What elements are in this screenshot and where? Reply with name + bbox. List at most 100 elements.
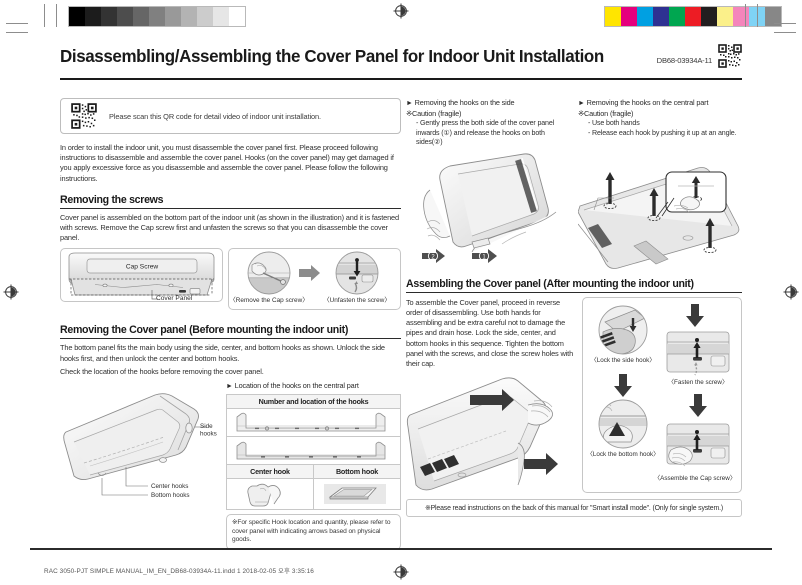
crop-tick [774,32,796,34]
grayscale-swatch [133,7,149,26]
section-heading-removing-cover-panel: Removing the Cover panel (Before mountin… [60,324,401,340]
grayscale-swatch [229,7,245,26]
grayscale-swatch [213,7,229,26]
section-heading-assembling: Assembling the Cover panel (After mounti… [406,278,742,293]
hooks-location-heading: Location of the hooks on the central par… [234,381,359,391]
caption-fasten-screw: 〈Fasten the screw〉 [668,379,729,386]
grayscale-calibration-bar [68,6,246,27]
side-hooks-heading: Removing the hooks on the side [414,98,515,107]
color-swatch [621,7,637,26]
hooks-diagram-top-cell [226,408,401,438]
central-hooks-item-0: - Use both hands [588,119,640,127]
table-row: Number and location of the hooks [226,394,401,410]
cover-panel-label: Cover Panel [156,295,193,303]
caption-lock-bottom-hook: 〈Lock the bottom hook〉 [587,451,660,458]
assembling-block: To assemble the Cover panel, proceed in … [406,296,742,493]
bottom-hook-photo-cell [313,478,401,511]
hooks-removal-bullets: ► Removing the hooks on the side ※Cautio… [406,98,742,148]
section-body-cover-panel-1: The bottom panel fits the main body usin… [60,343,385,363]
header-qr-code [718,44,742,68]
document-code: DB68-03934A-11 [656,56,713,65]
screw-detail-figure: 〈Remove the Cap screw〉 〈Unfasten the scr… [228,248,401,311]
central-hooks-caution: ※Caution (fragile) [578,109,634,118]
side-hooks-label: Side [200,423,213,430]
cap-screw-label-text: Cap Screw [126,264,158,271]
hooks-note-text: ※For specific Hook location and quantity… [232,519,391,544]
hooks-diagram-bottom-cell [226,436,401,466]
center-hook-header: Center hook [226,464,314,480]
crop-tick [774,23,796,25]
print-footer-text: RAC 3050-PJT SIMPLE MANUAL_IM_EN_DB68-03… [44,568,314,575]
side-hooks-label-2: hooks [200,431,217,438]
triangle-bullet-icon: ► [578,100,585,107]
video-qr-code[interactable] [71,103,97,129]
assembling-steps-figure: 〈Lock the side hook〉 〈Lock the [582,296,742,493]
grayscale-swatch [85,7,101,26]
caption-unfasten-screw: 〈Unfasten the screw〉 [323,297,390,304]
color-swatch [685,7,701,26]
page-title: Disassembling/Assembling the Cover Panel… [60,46,604,66]
crop-tick [6,23,28,25]
color-swatch [733,7,749,26]
indoor-unit-outline-figure: Cap Screw [60,248,223,303]
hooks-table-block: ► Location of the hooks on the central p… [226,381,401,550]
right-column: ► Removing the hooks on the side ※Cautio… [406,98,742,518]
page-header: Disassembling/Assembling the Cover Panel… [60,44,742,68]
hooks-removal-illustrations: 2 1 [406,150,742,272]
section-heading-removing-screws: Removing the screws [60,194,401,209]
crop-tick [6,32,28,34]
assembling-illustration [406,377,558,491]
grayscale-swatch [197,7,213,26]
center-hooks-label: Center hooks [151,483,188,490]
caption-remove-cap-screw: 〈Remove the Cap screw〉 [229,297,308,304]
color-swatch [717,7,733,26]
grayscale-swatch [69,7,85,26]
section-body-removing-screws: Cover panel is assembled on the bottom p… [60,212,399,243]
color-swatch [653,7,669,26]
registration-target-icon [393,3,409,19]
svg-text:1: 1 [482,254,486,260]
grayscale-swatch [101,7,117,26]
crop-tick [757,4,759,27]
table-row [226,478,401,511]
bottom-hooks-label: Bottom hooks [151,492,190,499]
central-hook-illustration [578,150,742,272]
smart-install-note: ※Please read instructions on the back of… [406,499,742,518]
title-underline [60,78,742,81]
color-swatch [669,7,685,26]
caption-lock-side-hook: 〈Lock the side hook〉 [590,357,655,364]
side-hooks-block: ► Removing the hooks on the side ※Cautio… [406,98,570,148]
side-hook-illustration: 2 1 [406,150,570,272]
side-hooks-item-1: inwards (①) and release the hooks on bot… [416,128,545,137]
central-hooks-block: ► Removing the hooks on the central part… [578,98,742,148]
central-hooks-heading-row: ► Removing the hooks on the central part [578,98,742,109]
left-column: Please scan this QR code for detail vide… [60,98,401,550]
table-row [226,436,401,466]
table-row: Center hook Bottom hook [226,464,401,480]
caption-assemble-cap-screw: 〈Assemble the Cap screw〉 [654,475,736,482]
side-hooks-caution: ※Caution (fragile) [406,109,462,118]
cover-panel-leader-line [151,290,158,300]
grayscale-swatch [117,7,133,26]
registration-target-icon [783,284,799,300]
triangle-bullet-icon: ► [226,383,233,391]
unit-hooks-illustration: Side hooks Center hooks Bottom hooks [60,387,224,503]
side-hooks-item-2: sides(②) [416,138,443,147]
qr-notice-box: Please scan this QR code for detail vide… [60,98,401,134]
crop-tick [745,4,747,27]
footer-rule [30,548,772,550]
figure-removing-screws: Cap Screw Cover Panel [60,248,401,311]
intro-paragraph: In order to install the indoor unit, you… [60,143,394,183]
arrow-callout-2: 2 [422,248,445,263]
grayscale-swatch [165,7,181,26]
figure-hooks-row: Side hooks Center hooks Bottom hooks ► L… [60,381,401,550]
assembling-body: To assemble the Cover panel, proceed in … [406,297,574,368]
grayscale-swatch [149,7,165,26]
color-swatch [765,7,781,26]
hooks-location-heading-row: ► Location of the hooks on the central p… [226,381,401,392]
crop-tick [56,4,58,27]
triangle-bullet-icon: ► [406,100,413,107]
crop-tick [44,4,46,27]
table-row [226,408,401,438]
